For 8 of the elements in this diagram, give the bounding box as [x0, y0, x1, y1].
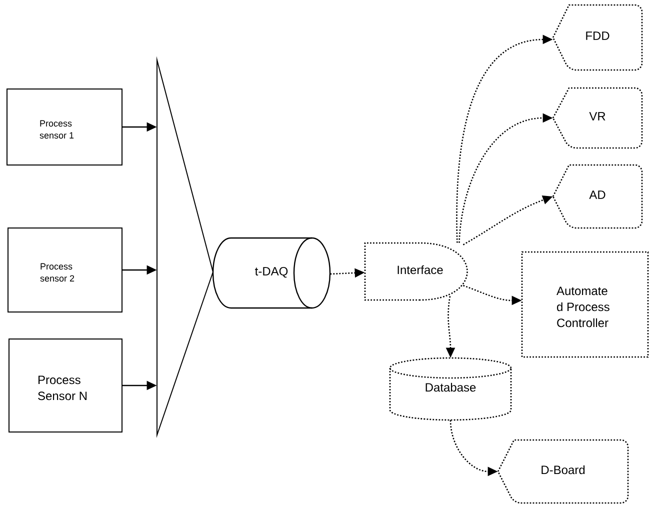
- database-cylinder: Database: [389, 357, 512, 421]
- sensor-box: Process sensor 2: [8, 227, 122, 312]
- sensor-box: Process Sensor N: [8, 338, 122, 432]
- daq-cylinder: t-DAQ: [212, 237, 331, 309]
- sensor-box: Process sensor 1: [6, 88, 122, 166]
- node-label: t-DAQ: [255, 267, 288, 278]
- controller-box: Automate d Process Controller: [521, 251, 649, 358]
- node-label: Database: [426, 382, 476, 392]
